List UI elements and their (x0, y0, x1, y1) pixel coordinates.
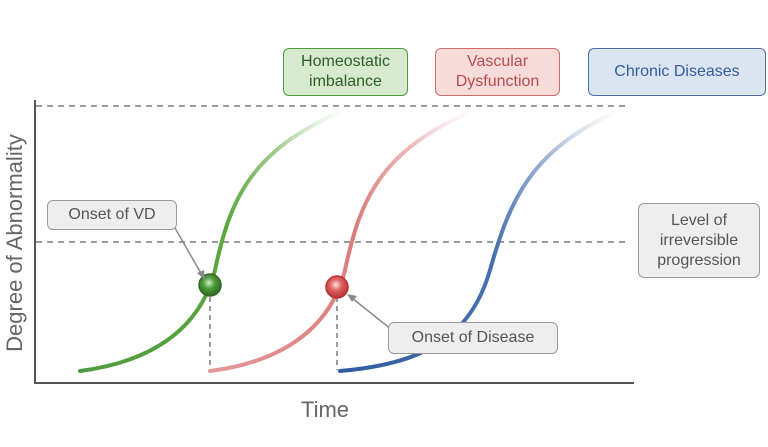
disease-onset-arrow (347, 294, 393, 331)
homeostatic-imbalance-curve (78, 108, 347, 373)
y-axis-label: Degree of Abnormality (2, 134, 27, 352)
chronic-diseases-label: Chronic Diseases (588, 48, 766, 96)
disease-onset-marker (325, 275, 349, 299)
vascular-dysfunction-curve (208, 108, 477, 373)
x-axis-label: Time (300, 397, 350, 422)
onset-of-disease-callout: Onset of Disease (388, 322, 558, 354)
vascular-dysfunction-label: Vascular Dysfunction (435, 48, 560, 96)
homeostatic-imbalance-label: Homeostatic imbalance (283, 48, 408, 96)
chronic-disease-curve (338, 108, 622, 373)
onset-of-vd-callout: Onset of VD (47, 200, 177, 230)
vd-onset-arrow (174, 227, 205, 280)
irreversible-progression-label: Level of irreversible progression (638, 203, 760, 278)
